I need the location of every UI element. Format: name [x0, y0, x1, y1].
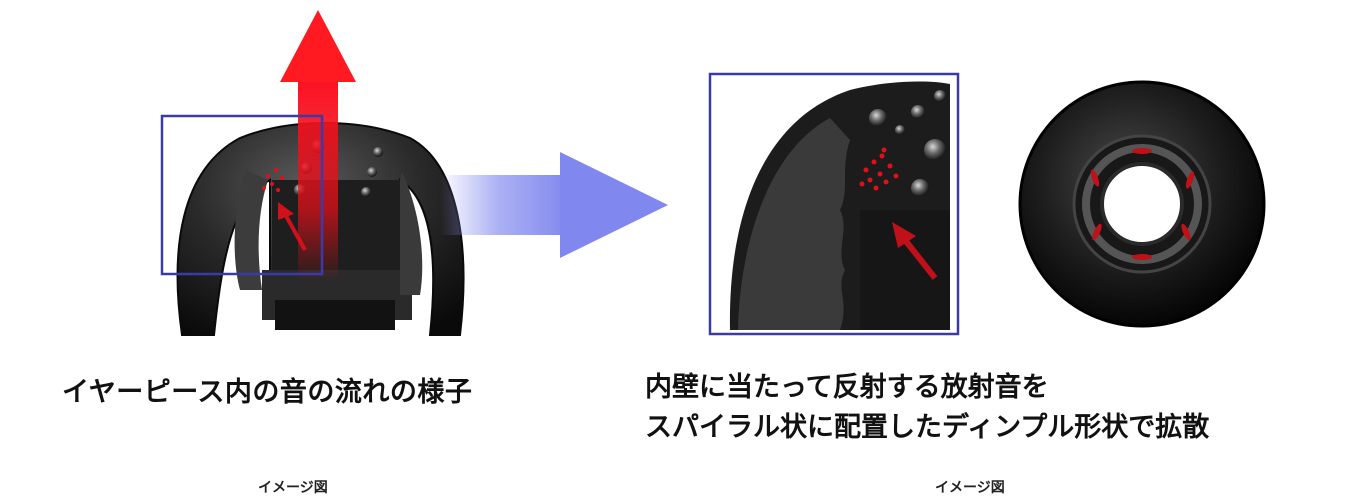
dimple [934, 90, 946, 102]
dimple [869, 109, 887, 127]
ear-tip-cutaway [160, 10, 465, 336]
ear-tip-inner-wall-right [400, 172, 423, 295]
reflection-arrow [892, 222, 938, 280]
dimple [361, 187, 371, 197]
dimple [895, 125, 905, 135]
zoom-highlight-frame [160, 114, 324, 276]
zoom-transition-arrow [440, 152, 668, 258]
image-note-right: イメージ図 [935, 480, 1005, 496]
ear-tip-top-view [1018, 80, 1266, 328]
zoomed-inner-wall [738, 118, 850, 330]
left-caption: イヤーピース内の音の流れの様子 [62, 377, 473, 408]
spiral-dimples [1090, 148, 1195, 260]
sound-particles [859, 147, 899, 191]
ear-tip-inner-wall [234, 170, 268, 290]
dimple [373, 147, 383, 157]
image-note-left: イメージ図 [258, 480, 328, 496]
dimple [911, 105, 925, 119]
zoomed-detail [708, 72, 960, 336]
right-caption-line1: 内壁に当たって反射する放射音を [645, 372, 1049, 403]
dimple [911, 179, 929, 197]
zoomed-core [860, 210, 950, 330]
sound-particles [262, 168, 284, 192]
sound-output-arrow [280, 10, 356, 278]
dimple [367, 167, 377, 177]
ear-tip-base [275, 300, 395, 330]
right-caption-line2: スパイラル状に配置したディンプル形状で拡散 [645, 412, 1210, 443]
zoom-detail-frame [708, 72, 960, 336]
right-caption: 内壁に当たって反射する放射音を スパイラル状に配置したディンプル形状で拡散 [645, 368, 1209, 448]
dimple [924, 139, 946, 161]
